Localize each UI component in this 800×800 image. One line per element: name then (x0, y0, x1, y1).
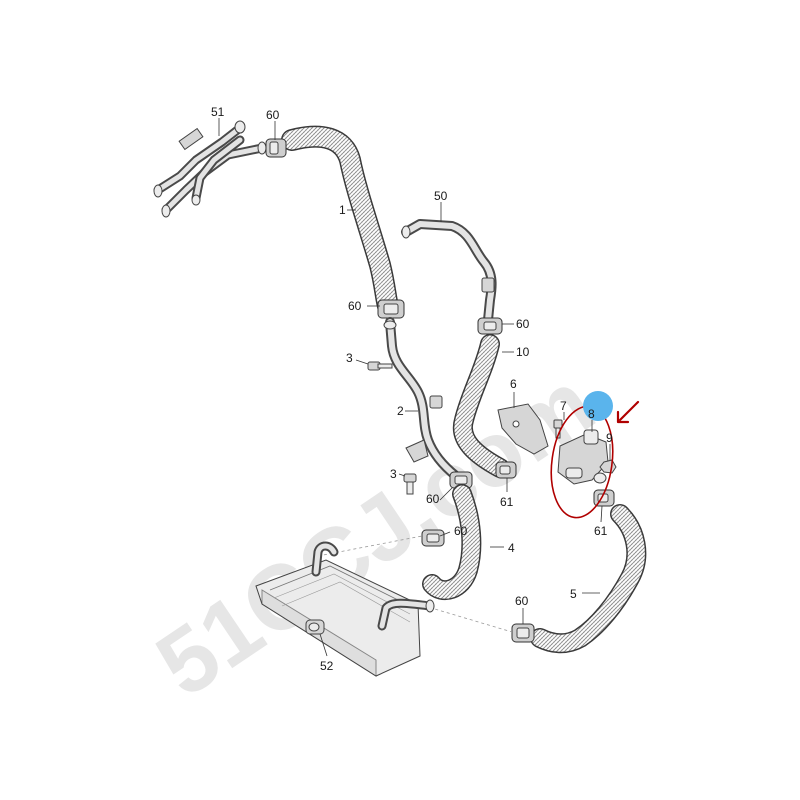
part-6-bracket (497, 403, 549, 455)
callout-3-upper: 3 (346, 351, 353, 365)
clamp-61-left (495, 461, 517, 479)
callout-60-mid-center: 60 (426, 492, 440, 506)
hose-10 (452, 334, 510, 478)
callout-labels: 51 60 1 50 60 60 10 3 2 6 7 8 9 3 60 61 … (211, 105, 613, 673)
hose-4 (422, 484, 482, 601)
callout-1: 1 (339, 203, 346, 217)
part-50-pipe (401, 219, 497, 325)
callout-4: 4 (508, 541, 515, 555)
callout-52: 52 (320, 659, 334, 673)
callout-5: 5 (570, 587, 577, 601)
clamp-60-lower-center (421, 529, 445, 547)
callout-60-upper-right: 60 (516, 317, 530, 331)
callout-3-lower: 3 (390, 467, 397, 481)
hose-5 (530, 504, 647, 654)
screw-7 (553, 419, 563, 439)
callout-51: 51 (211, 105, 225, 119)
callout-9: 9 (606, 431, 613, 445)
arrow-icon (616, 400, 640, 424)
leader-lines (218, 118, 611, 657)
callout-61-right: 61 (594, 524, 608, 538)
part-8-valve (557, 429, 609, 485)
part-52-cooler (255, 535, 513, 677)
callout-6: 6 (510, 377, 517, 391)
part-2-pipe (383, 317, 461, 481)
callout-50: 50 (434, 189, 448, 203)
hose-1 (281, 125, 399, 317)
callout-2: 2 (397, 404, 404, 418)
callout-60-top: 60 (266, 108, 280, 122)
callout-7: 7 (560, 399, 567, 413)
part-51-pipe-branch (153, 120, 267, 218)
bolt-3-upper (367, 361, 393, 371)
blue-marker (583, 391, 613, 421)
callout-61-left: 61 (500, 495, 514, 509)
callout-60-lower-right: 60 (515, 594, 529, 608)
clamp-60-top (265, 138, 287, 158)
clamp-60-upper-right (477, 317, 503, 335)
callout-10: 10 (516, 345, 530, 359)
callout-60-lower-center: 60 (454, 524, 468, 538)
clamp-60-mid-left (377, 299, 405, 319)
callout-8: 8 (588, 407, 595, 421)
clamp-60-lower-right (511, 623, 535, 643)
bolt-3-lower (403, 473, 417, 495)
callout-60-mid-left: 60 (348, 299, 362, 313)
